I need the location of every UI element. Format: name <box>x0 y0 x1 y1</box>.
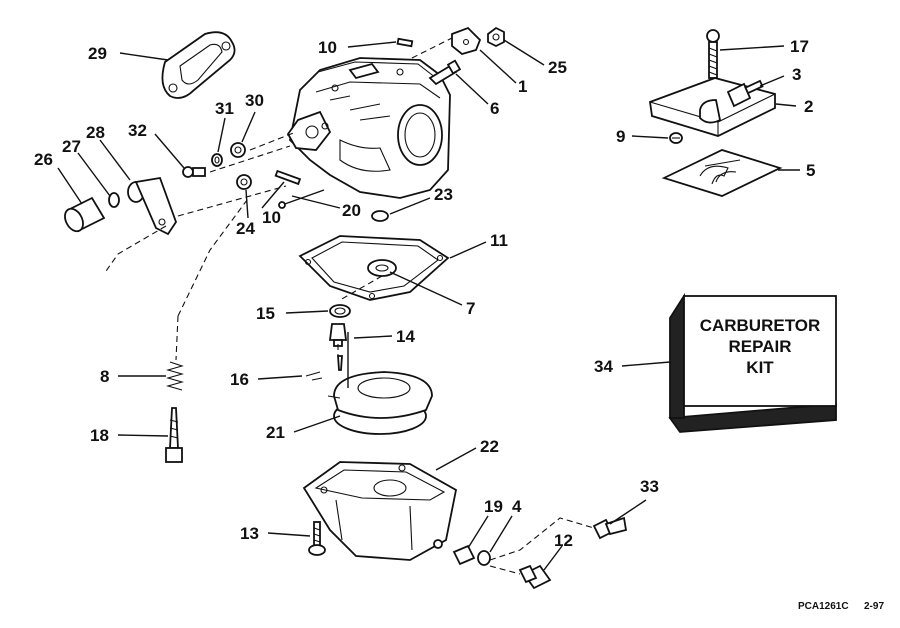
label-26: 26 <box>34 150 53 169</box>
label-3: 3 <box>792 65 801 84</box>
kit-line-3: KIT <box>746 358 774 377</box>
part-34-repair-kit-box <box>668 292 837 433</box>
label-29: 29 <box>88 44 107 63</box>
label-25: 25 <box>548 58 567 77</box>
part-16-needle <box>305 355 343 381</box>
part-6-screw <box>428 59 462 86</box>
kit-line-1: CARBURETOR <box>700 316 821 335</box>
part-30-lockwasher <box>230 142 246 158</box>
part-18-idle-screw <box>165 407 183 463</box>
part-31-washer <box>211 153 223 167</box>
label-2: 2 <box>804 97 813 116</box>
part-25-nut <box>487 26 505 48</box>
part-24-washer <box>236 174 252 190</box>
label-8: 8 <box>100 367 109 386</box>
part-17-screw <box>706 29 720 79</box>
label-21: 21 <box>266 423 285 442</box>
kit-line-2: REPAIR <box>729 337 792 356</box>
diagram-code: PCA1261C <box>798 601 849 612</box>
part-12-plug-screw <box>518 564 552 590</box>
part-29-gasket <box>161 31 236 99</box>
part-28-lever <box>127 176 178 236</box>
part-15-washer <box>329 304 351 318</box>
part-5-diaphragm <box>661 149 783 197</box>
label-12: 12 <box>554 531 573 550</box>
label-15: 15 <box>256 304 275 323</box>
part-number-labels: 29 10 25 1 6 17 3 2 9 5 32 31 30 28 27 2… <box>34 37 815 550</box>
part-1-bracket <box>451 26 482 55</box>
label-7: 7 <box>466 299 475 318</box>
label-14: 14 <box>396 327 415 346</box>
part-22-float-bowl <box>302 461 458 561</box>
label-34: 34 <box>594 357 613 376</box>
part-20-screw <box>278 189 325 209</box>
part-14-seat <box>328 323 348 347</box>
label-1: 1 <box>518 77 527 96</box>
part-26-bushing <box>64 196 106 233</box>
label-27: 27 <box>62 137 81 156</box>
part-carburetor-body <box>286 57 451 199</box>
assembly-dashed-lines <box>103 37 595 575</box>
label-18: 18 <box>90 426 109 445</box>
repair-kit-text: CARBURETOR REPAIR KIT <box>700 316 821 377</box>
part-13-screw <box>308 521 326 556</box>
label-30: 30 <box>245 91 264 110</box>
part-3-fitting <box>726 79 764 108</box>
part-32-screw <box>182 166 206 178</box>
label-20: 20 <box>342 201 361 220</box>
leader-lines <box>57 39 800 571</box>
label-10-lower: 10 <box>262 208 281 227</box>
part-7-plate <box>367 259 397 277</box>
diagram-date: 2-97 <box>864 601 884 612</box>
label-9: 9 <box>616 127 625 146</box>
label-19: 19 <box>484 497 503 516</box>
part-9-screw <box>669 132 683 144</box>
part-23-plug <box>371 210 389 222</box>
label-23: 23 <box>434 185 453 204</box>
part-19-jet <box>452 544 476 566</box>
part-8-spring <box>165 361 185 391</box>
part-10-pin-top <box>396 37 414 48</box>
part-33-fitting <box>592 516 628 540</box>
part-4-washer <box>477 550 491 566</box>
label-6: 6 <box>490 99 499 118</box>
label-5: 5 <box>806 161 815 180</box>
part-27-oring <box>108 192 120 208</box>
label-17: 17 <box>790 37 809 56</box>
label-16: 16 <box>230 370 249 389</box>
label-22: 22 <box>480 437 499 456</box>
label-32: 32 <box>128 121 147 140</box>
label-13: 13 <box>240 524 259 543</box>
part-21-float <box>327 371 433 435</box>
label-24: 24 <box>236 219 255 238</box>
label-33: 33 <box>640 477 659 496</box>
label-11: 11 <box>490 231 508 250</box>
label-10-top: 10 <box>318 38 337 57</box>
label-31: 31 <box>215 99 234 118</box>
label-4: 4 <box>512 497 522 516</box>
part-10-pin-lower <box>274 169 302 186</box>
diagram-footer: PCA1261C 2-97 <box>798 601 884 612</box>
label-28: 28 <box>86 123 105 142</box>
